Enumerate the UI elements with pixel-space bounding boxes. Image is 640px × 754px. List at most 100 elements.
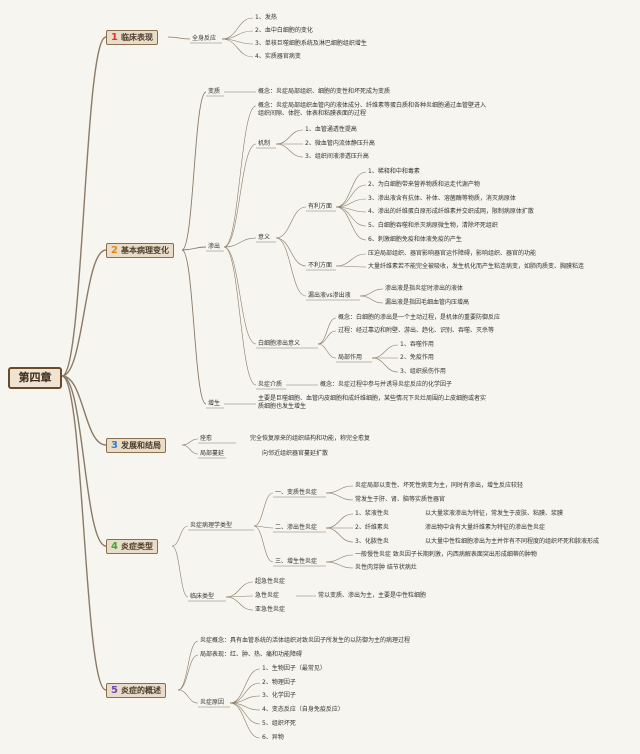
section-2-node[interactable]: 2 基本病理变化 xyxy=(106,243,174,258)
s5-yuanyin: 炎症原因 xyxy=(200,699,225,706)
connector xyxy=(225,581,254,598)
s2-bianzhi: 变质 xyxy=(208,88,221,95)
connector xyxy=(359,295,384,304)
connector xyxy=(177,654,199,691)
s2-jizhi-3: 3、组织间液渗透压升高 xyxy=(305,153,369,160)
s2-jubu-3: 3、组织损伤作用 xyxy=(400,368,446,375)
s3-quanyu: 痊愈 xyxy=(200,435,213,442)
section-1-label: 临床表现 xyxy=(120,33,153,42)
section-4-label: 炎症类型 xyxy=(120,542,153,551)
s5-yy-6: 6、异物 xyxy=(262,734,284,741)
s2-louchu-2: 漏出液是指因毛细血管内压增高 xyxy=(385,299,470,306)
section-5-label: 炎症的概述 xyxy=(120,686,161,695)
connector xyxy=(335,265,367,268)
connector xyxy=(371,344,399,359)
s3-quanyu-def: 完全恢复原来的组织结构和功能，称完全愈复 xyxy=(250,435,371,442)
connector xyxy=(325,527,354,543)
s2-youli-3: 3、渗出液含有抗体、补体、溶菌酶等物质，消灭病原体 xyxy=(368,195,516,202)
s2-louchu: 漏出液vs渗出液 xyxy=(308,292,351,299)
s2-buli: 不利方面 xyxy=(308,262,333,269)
connector xyxy=(275,206,307,239)
s2-youli: 有利方面 xyxy=(308,203,333,210)
s4-zs-1: 一般慢性炎症 致炎因子长期刺激，内西病解表面突出形成细蒂的肿物 xyxy=(355,551,537,558)
s5-yy-4: 4、变态反应（自身免疫反应） xyxy=(262,706,344,713)
connector xyxy=(181,91,207,251)
s2-louchu-1: 渗出液是指炎症时渗出的液体 xyxy=(385,285,464,292)
s4-shc-def-3: 以大量中性粒细胞渗出为主并伴有不同程度的组织坏死和脓液形成 xyxy=(425,538,600,545)
s2-jubu-2: 2、免疫作用 xyxy=(400,354,434,361)
s5-jububx: 局部表现：红、肿、热、痛和功能障碍 xyxy=(200,651,303,658)
s5-yy-3: 3、化学因子 xyxy=(262,692,296,699)
connector xyxy=(335,171,367,208)
connector xyxy=(225,596,254,611)
connector xyxy=(177,689,199,704)
connector xyxy=(167,36,191,40)
connector xyxy=(253,492,274,527)
s2-jizhi-2: 2、微血管内流体静压升高 xyxy=(305,140,375,147)
connector xyxy=(335,253,367,267)
connector xyxy=(275,237,307,297)
connector xyxy=(61,375,107,547)
s1-quanshen: 全身反应 xyxy=(192,35,217,42)
connector xyxy=(325,554,354,563)
s4-lc-2: 急性炎症 xyxy=(255,592,280,599)
section-2-label: 基本病理变化 xyxy=(120,246,169,255)
s3-jubuman: 局部蔓延 xyxy=(200,450,225,457)
s2-jubu: 局部作用 xyxy=(338,354,363,361)
connector xyxy=(61,375,107,446)
s2-yzjs: 炎症介质 xyxy=(258,381,283,388)
connector xyxy=(335,184,367,208)
section-1-number: 1 xyxy=(111,32,118,43)
connector xyxy=(229,668,261,704)
s3-jubuman-def: 向邻近组织器官蔓延扩散 xyxy=(262,450,329,457)
s2-bxb-gainian: 概念：白细胞的渗出是一个主动过程，是机体的重要防御反应 xyxy=(338,314,501,321)
connector xyxy=(335,198,367,208)
connector xyxy=(253,525,274,529)
connector xyxy=(181,249,207,405)
connector xyxy=(275,143,304,158)
s2-shenchu-def: 概念：炎症局部组织血管内的液体成分、纤维素等蛋白质和各种炎细胞通过血管壁进入组织… xyxy=(258,102,487,117)
section-5-node[interactable]: 5 炎症的概述 xyxy=(106,683,166,698)
s4-linchuang: 临床类型 xyxy=(190,593,215,600)
connector xyxy=(229,695,261,704)
connector xyxy=(275,129,304,145)
connector xyxy=(221,38,254,58)
s4-zs: 三、增生性炎症 xyxy=(275,558,318,565)
connector xyxy=(61,36,107,377)
s2-jizhi-1: 1、血管通透性提高 xyxy=(305,126,357,133)
section-4-node[interactable]: 4 炎症类型 xyxy=(106,539,158,554)
s2-shenchu: 渗出 xyxy=(208,243,221,250)
connector xyxy=(223,143,257,248)
s2-zengsheng: 增生 xyxy=(208,400,221,407)
connector xyxy=(229,682,261,704)
section-3-number: 3 xyxy=(111,440,118,451)
connector xyxy=(61,249,107,377)
s2-youli-5: 5、白细胞吞噬和杀灭病原微生物，清除坏死组织 xyxy=(368,222,498,229)
connector xyxy=(325,492,354,501)
connector xyxy=(275,237,307,267)
s4-lc-def: 常以变质、渗出为主，主要是中性粒细胞 xyxy=(318,592,427,599)
s4-shc-1: 1、浆液性炎 xyxy=(355,510,389,517)
connector xyxy=(317,343,337,359)
s2-bxb-guocheng: 过程：经过靠边和附壁、游出、趋化、识别、吞噬、灭杀等 xyxy=(338,327,495,334)
section-5-number: 5 xyxy=(111,685,118,696)
s2-zengsheng-def: 主要是巨噬细胞、血管内皮细胞和成纤维细胞，某些情况下炎灶周围的上皮细胞或者实质细… xyxy=(258,395,487,410)
s4-lc-1: 超急性炎症 xyxy=(255,578,286,585)
s4-shc-def-1: 以大量浆液渗出为特征，常发生于皮肤、粘膜、浆膜 xyxy=(425,510,564,517)
s2-jizhi: 机制 xyxy=(258,140,271,147)
connector xyxy=(223,237,257,248)
section-3-node[interactable]: 3 发展和结局 xyxy=(106,438,166,453)
s2-jubu-1: 1、吞噬作用 xyxy=(400,341,434,348)
s4-shc-3: 3、化脓性炎 xyxy=(355,538,389,545)
s5-yy-2: 2、物理因子 xyxy=(262,679,296,686)
s2-bxb: 白细胞渗出意义 xyxy=(258,340,301,347)
section-1-node[interactable]: 1 临床表现 xyxy=(106,30,158,45)
connector xyxy=(61,375,107,691)
s4-shc-def-2: 渗出物中含有大量纤维素为特征的渗出性炎症 xyxy=(425,524,546,531)
root-node[interactable]: 第四章 xyxy=(8,367,62,389)
connector xyxy=(181,444,199,455)
connector xyxy=(371,357,399,373)
connector xyxy=(171,525,189,547)
connector xyxy=(177,640,199,691)
